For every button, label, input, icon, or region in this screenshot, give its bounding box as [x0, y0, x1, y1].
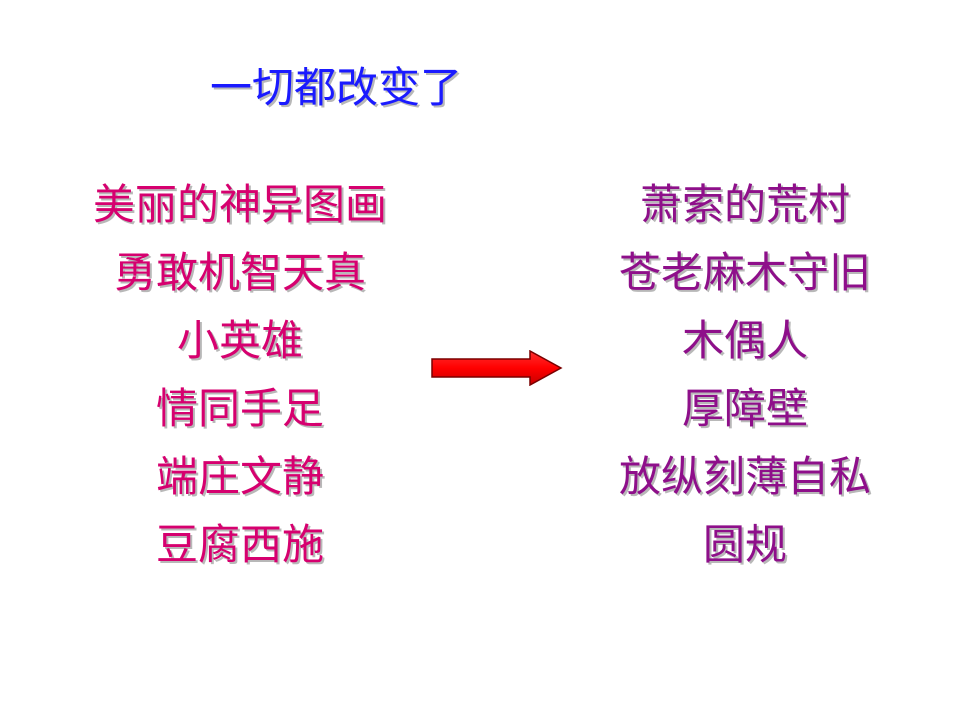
- after-item: 苍老麻木守旧: [618, 248, 871, 297]
- slide-title: 一切都改变了: [210, 63, 463, 112]
- after-item: 圆规: [702, 520, 787, 569]
- after-item: 厚障壁: [681, 384, 808, 433]
- after-item: 萧索的荒村: [639, 180, 850, 229]
- before-item: 美丽的神异图画: [92, 180, 387, 229]
- right-arrow-icon: [431, 350, 563, 386]
- before-item: 小英雄: [176, 316, 303, 365]
- after-item: 木偶人: [681, 316, 808, 365]
- before-item: 情同手足: [155, 384, 324, 433]
- after-list: 萧索的荒村 苍老麻木守旧 木偶人 厚障壁 放纵刻薄自私 圆规: [560, 173, 930, 581]
- after-item: 放纵刻薄自私: [618, 452, 871, 501]
- before-item: 勇敢机智天真: [113, 248, 366, 297]
- before-list: 美丽的神异图画 勇敢机智天真 小英雄 情同手足 端庄文静 豆腐西施: [50, 173, 430, 581]
- before-item: 豆腐西施: [155, 520, 324, 569]
- before-item: 端庄文静: [155, 452, 324, 501]
